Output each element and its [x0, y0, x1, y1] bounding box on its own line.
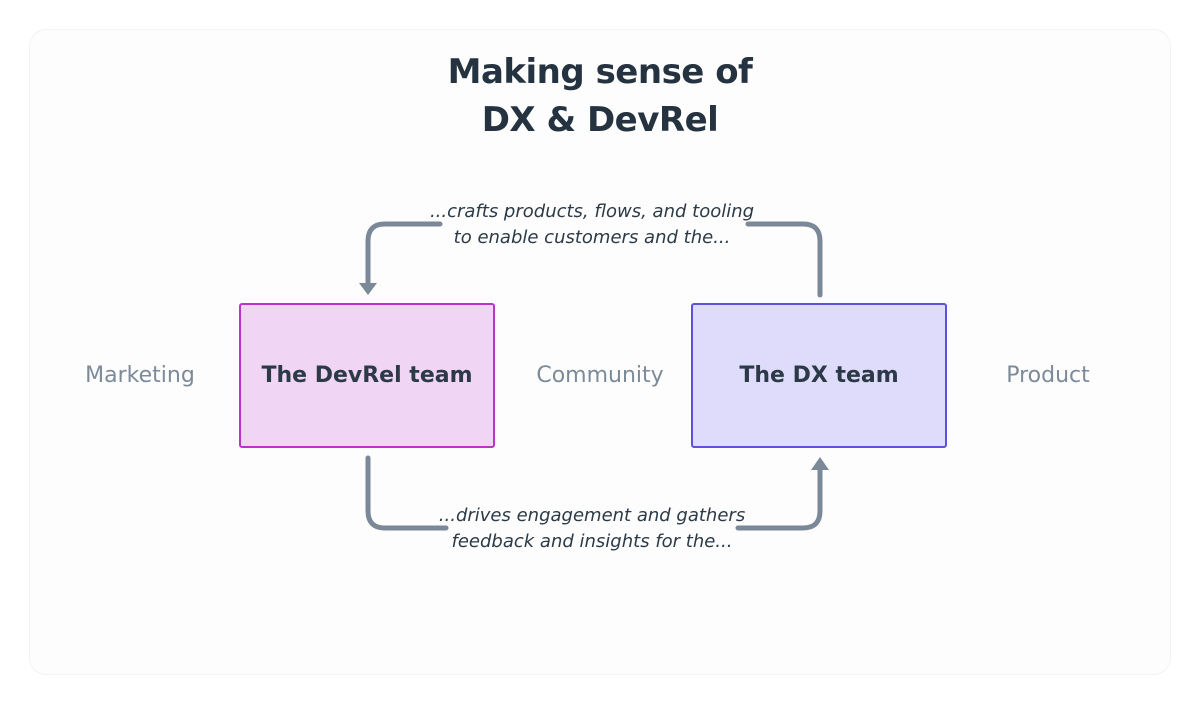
marketing-label: Marketing [85, 363, 195, 388]
bottom-arrow-left-segment [365, 455, 449, 531]
community-label: Community [536, 363, 664, 388]
top-edge-caption-line-1: ...crafts products, flows, and tooling [429, 201, 755, 222]
bottom-edge-caption-line-1: ...drives engagement and gathers [438, 505, 746, 526]
top-arrowhead [359, 283, 377, 295]
diagram-title-line-2: DX & DevRel [481, 100, 719, 140]
top-arrow-right-segment [745, 221, 823, 298]
top-edge-caption: ...crafts products, flows, and tooling t… [400, 199, 784, 251]
bottom-arrow-right-segment [735, 467, 823, 531]
top-arrow-left-segment [365, 221, 443, 286]
dx-team-node: The DX team [691, 303, 947, 448]
diagram-card [30, 30, 1170, 674]
devrel-team-node: The DevRel team [239, 303, 495, 448]
dx-team-label: The DX team [739, 363, 899, 388]
bottom-edge-caption: ...drives engagement and gathers feedbac… [400, 503, 784, 555]
diagram-title-line-1: Making sense of [447, 52, 753, 92]
devrel-team-label: The DevRel team [261, 363, 473, 388]
bottom-edge-caption-line-2: feedback and insights for the... [451, 531, 733, 552]
bottom-arrowhead [811, 457, 829, 470]
top-edge-caption-line-2: to enable customers and the... [453, 227, 731, 248]
product-label: Product [1006, 363, 1090, 388]
